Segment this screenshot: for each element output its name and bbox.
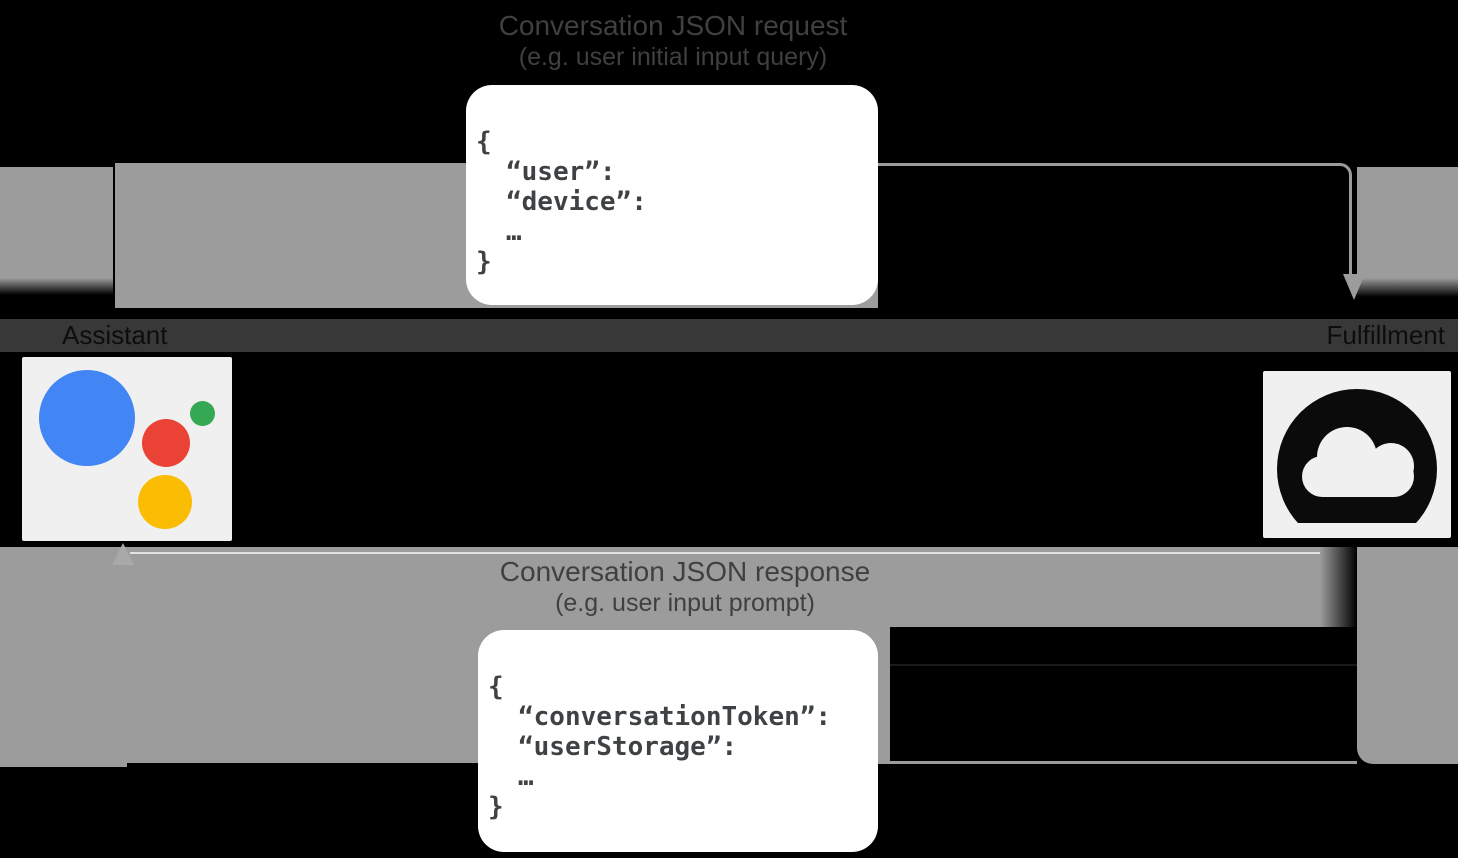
- code-line: “device”:: [506, 187, 647, 217]
- actor-label-band: [0, 319, 1458, 666]
- assistant-red-circle: [142, 419, 190, 467]
- cloud-body: [1302, 456, 1414, 497]
- assistant-green-circle: [190, 401, 215, 426]
- code-line: …: [518, 762, 534, 792]
- request-arrow-tail-strip: [0, 167, 113, 295]
- assistant-card: [22, 357, 232, 541]
- assistant-label: Assistant: [62, 320, 168, 350]
- code-line: }: [476, 247, 492, 277]
- assistant-yellow-circle: [138, 475, 192, 529]
- code-line: …: [506, 217, 522, 247]
- code-line: {: [488, 672, 504, 702]
- request-payload-box: { “user”: “device”: … }: [466, 85, 878, 305]
- response-arrow-edge-line: [130, 552, 1320, 554]
- code-line: “user”:: [506, 157, 616, 187]
- response-payload-box: { “conversationToken”: “userStorage”: … …: [478, 630, 878, 852]
- response-caption: Conversation JSON response (e.g. user in…: [335, 556, 1035, 618]
- request-arrow-line: [700, 163, 1352, 276]
- code-line: {: [476, 127, 492, 157]
- assistant-blue-circle: [39, 370, 135, 466]
- code-line: }: [488, 792, 504, 822]
- code-line: “conversationToken”:: [518, 702, 832, 732]
- response-arrow-tail-strip: [1357, 547, 1458, 764]
- response-caption-title: Conversation JSON response: [499, 556, 871, 587]
- fulfillment-label: Fulfillment: [1326, 320, 1445, 350]
- request-caption-title: Conversation JSON request: [498, 10, 848, 41]
- cloud-icon: [1277, 389, 1437, 523]
- request-caption: Conversation JSON request (e.g. user ini…: [323, 10, 1023, 72]
- request-arrowhead-down-icon: [1343, 274, 1365, 300]
- request-caption-subtitle: (e.g. user initial input query): [518, 43, 828, 71]
- response-arrow-line: [870, 761, 1357, 764]
- response-arrowhead-up-icon: [112, 543, 134, 565]
- request-arrow-right-strip: [1357, 167, 1458, 297]
- response-arrow-left-strip: [0, 547, 127, 767]
- response-caption-subtitle: (e.g. user input prompt): [555, 589, 815, 617]
- code-line: “userStorage”:: [518, 732, 738, 762]
